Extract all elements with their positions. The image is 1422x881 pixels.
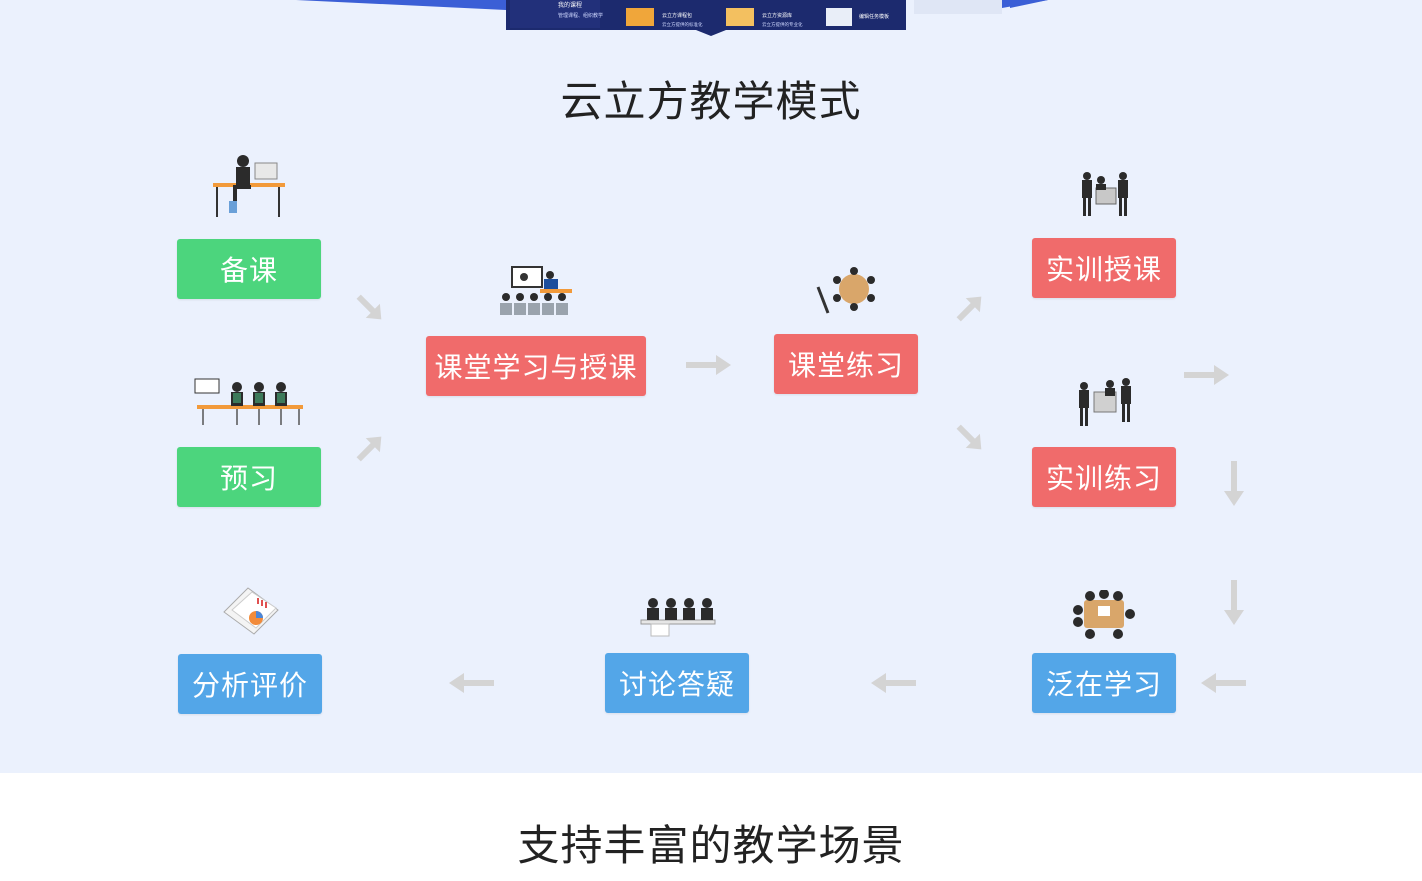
ubiquitous-learning-icon (1073, 590, 1135, 639)
section-title-scenarios: 支持丰富的教学场景 (517, 821, 905, 870)
arrow-left-icon-3 (449, 673, 494, 693)
arrow-left-icon (1201, 673, 1246, 693)
arrow-down-icon (1224, 461, 1244, 506)
arrow-down-right-icon-2 (956, 424, 982, 450)
step-preview[interactable]: 预习 (177, 447, 321, 507)
step-prepare[interactable]: 备课 (177, 239, 321, 299)
banner-text-manage: 管理课程、组织教学 (558, 12, 603, 19)
teacher-desk-icon (213, 155, 285, 217)
training-practice-icon (1079, 378, 1131, 426)
banner-screenshot-strip: 我的课程 管理课程、组织教学 云立方课程包 云立方提供的标准化 云立方资源库 云… (296, 0, 1048, 36)
arrow-down-icon-2 (1224, 580, 1244, 625)
step-training-practice[interactable]: 实训练习 (1032, 447, 1176, 507)
banner-text-library-desc: 云立方提供的专业化 (762, 21, 803, 28)
arrow-up-right-icon (356, 436, 382, 462)
step-ubiquitous-learning[interactable]: 泛在学习 (1032, 653, 1176, 713)
step-discussion[interactable]: 讨论答疑 (605, 653, 749, 713)
arrow-right-icon-2 (1184, 365, 1229, 385)
students-preview-icon (194, 378, 303, 425)
step-class-practice[interactable]: 课堂练习 (774, 334, 918, 394)
training-teaching-icon (1082, 172, 1128, 216)
step-evaluation[interactable]: 分析评价 (178, 654, 322, 714)
banner-text-my-course: 我的课程 (558, 1, 582, 9)
discussion-icon (640, 598, 716, 637)
banner-text-library: 云立方资源库 (762, 12, 792, 19)
banner-text-template: 编辑任务模板 (859, 13, 889, 20)
arrow-up-right-icon-2 (956, 296, 982, 322)
round-table-practice-icon (816, 267, 875, 314)
step-class-learning[interactable]: 课堂学习与授课 (426, 336, 646, 396)
analysis-report-icon (223, 587, 279, 635)
banner-text-pack-desc: 云立方提供的标准化 (662, 21, 703, 28)
arrow-right-icon (686, 355, 731, 375)
step-training-teaching[interactable]: 实训授课 (1032, 238, 1176, 298)
section-title-teaching-mode: 云立方教学模式 (560, 77, 862, 126)
classroom-lecture-icon (500, 266, 572, 315)
arrow-down-right-icon (356, 294, 382, 320)
arrow-left-icon-2 (871, 673, 916, 693)
banner-text-pack: 云立方课程包 (662, 12, 692, 19)
